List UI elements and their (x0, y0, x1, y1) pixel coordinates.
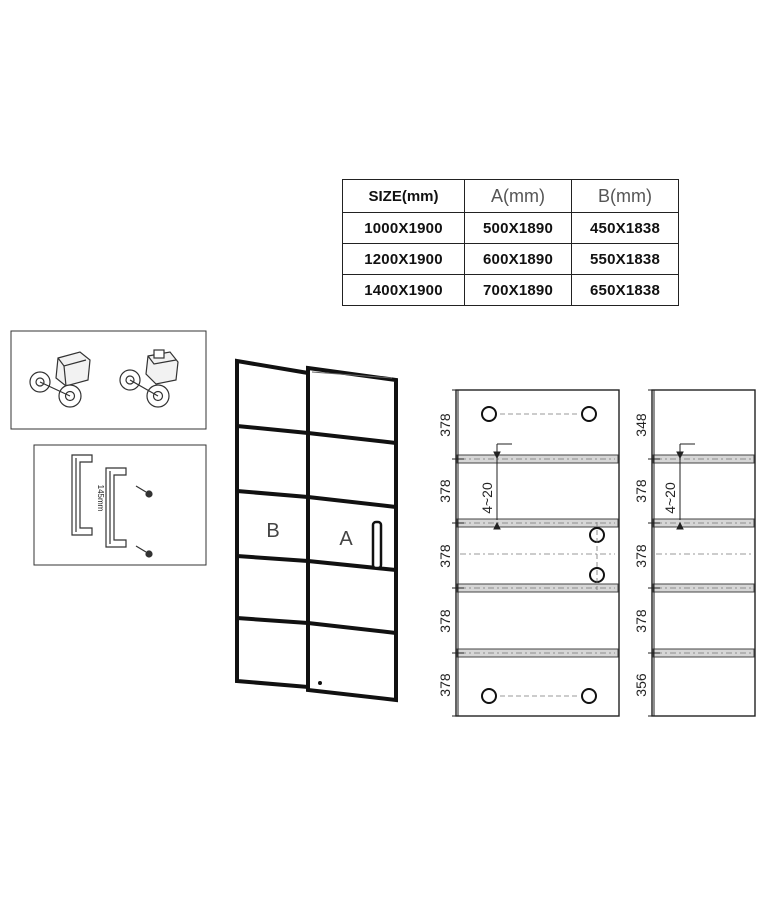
a-cell: 700X1890 (464, 274, 572, 306)
size-header: SIZE(mm) (342, 179, 465, 213)
handle-bar-icon (71, 454, 93, 536)
spacing-label: 378 (633, 544, 649, 568)
panel-b-letter: B (266, 520, 279, 542)
a-header: A(mm) (464, 179, 572, 213)
top-rail (311, 371, 393, 379)
a-cell: 600X1890 (464, 243, 572, 275)
door-handle (371, 520, 383, 570)
size-table: SIZE(mm) A(mm) B(mm) 1000X1900 500X1890 … (342, 179, 679, 306)
door-panel-a-bars (307, 431, 397, 635)
spacing-label: 378 (633, 609, 649, 633)
size-cell: 1000X1900 (342, 212, 465, 244)
roller-wheel-icon (119, 349, 179, 408)
panel-a-outline (455, 389, 620, 717)
spacing-label: 378 (633, 479, 649, 503)
floor-guide (318, 681, 322, 685)
table-row: 1400X1900 700X1890 650X1838 (342, 274, 679, 306)
table-row: 1200X1900 600X1890 550X1838 (342, 243, 679, 275)
tolerance-label: 4~20 (662, 482, 678, 514)
panel-a-letter: A (339, 528, 353, 550)
handle-hardware-panel: 145mm (33, 444, 207, 566)
size-cell: 1200X1900 (342, 243, 465, 275)
panel-a-drawing: 378 378 378 378 378 4~20 (437, 389, 620, 717)
size-table-header-row: SIZE(mm) A(mm) B(mm) (342, 179, 679, 213)
tolerance-label: 4~20 (479, 482, 495, 514)
b-cell: 550X1838 (571, 243, 679, 275)
handle-box-border (33, 444, 207, 566)
roller-hardware-panel (10, 330, 207, 430)
spacing-label: 378 (437, 544, 453, 568)
spacing-label: 356 (633, 673, 649, 697)
spacing-label: 378 (437, 479, 453, 503)
size-cell: 1400X1900 (342, 274, 465, 306)
handle-length-label: 145mm (96, 485, 105, 512)
spacing-label: 378 (437, 413, 453, 437)
table-row: 1000X1900 500X1890 450X1838 (342, 212, 679, 244)
b-cell: 650X1838 (571, 274, 679, 306)
door-panel-b-bars (236, 424, 309, 625)
roller-box-border (10, 330, 207, 430)
screw-icon (135, 485, 153, 498)
panel-a-tolerance-marker (493, 443, 512, 530)
panel-a-dimension-line (452, 389, 464, 717)
screw-icon (135, 545, 153, 558)
roller-wheel-icon (29, 351, 91, 408)
spacing-label: 378 (437, 609, 453, 633)
door-elevation: B A (235, 358, 398, 703)
panel-b-tolerance-marker (676, 443, 695, 530)
handle-bar-icon (105, 467, 127, 548)
hole-centerlines (500, 413, 598, 697)
panel-b-outline (651, 389, 756, 717)
panel-b-drawing: 348 378 378 378 356 4~20 (633, 389, 756, 717)
b-cell: 450X1838 (571, 212, 679, 244)
spacing-label: 378 (437, 673, 453, 697)
spacing-label: 348 (633, 413, 649, 437)
panel-b-dimension-line (648, 389, 660, 717)
